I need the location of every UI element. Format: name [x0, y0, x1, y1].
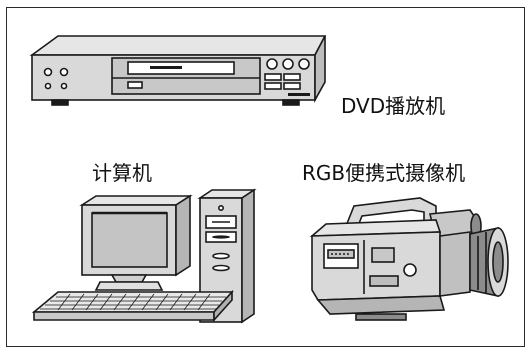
computer-icon [31, 188, 257, 324]
camcorder-icon [309, 197, 509, 321]
dvd-player-icon [29, 35, 327, 106]
computer-label: 计算机 [92, 161, 152, 185]
camcorder-label: RGB便携式摄像机 [302, 161, 466, 185]
dvd-player-label: DVD播放机 [341, 94, 446, 118]
